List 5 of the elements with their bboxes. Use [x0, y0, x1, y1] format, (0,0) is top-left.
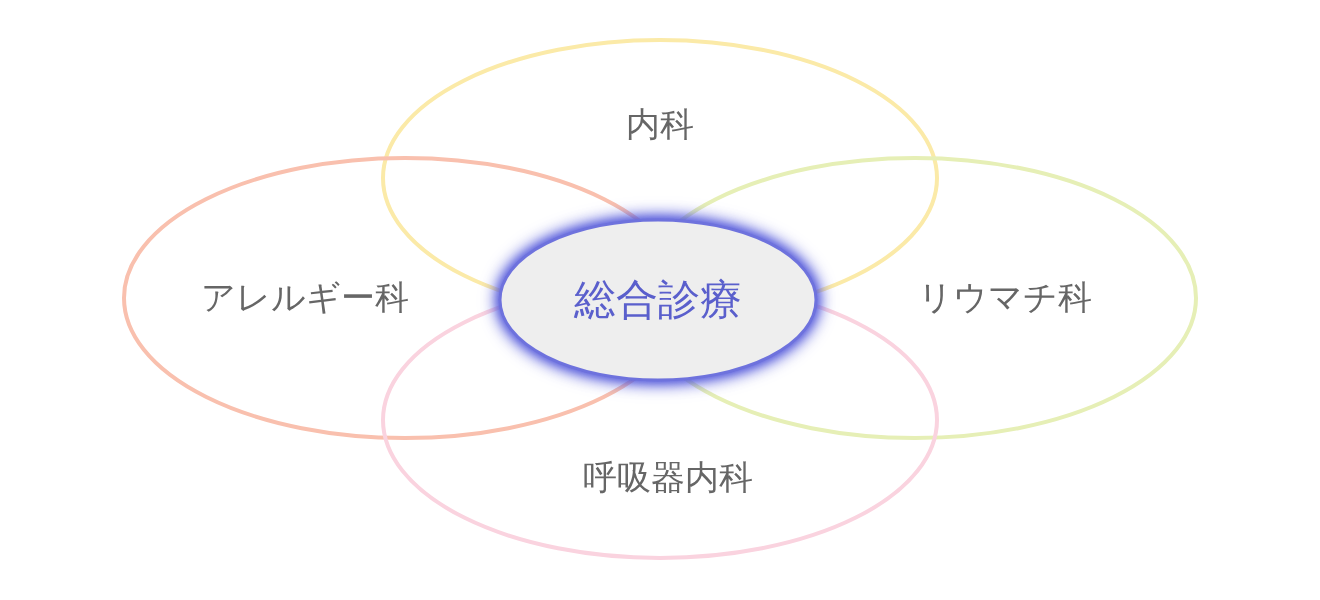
department-label: アレルギー科: [201, 276, 409, 319]
center-label: 総合診療: [574, 274, 742, 326]
department-label: 呼吸器内科: [583, 456, 753, 499]
department-label: リウマチ科: [918, 276, 1092, 319]
department-label: 内科: [626, 103, 694, 146]
